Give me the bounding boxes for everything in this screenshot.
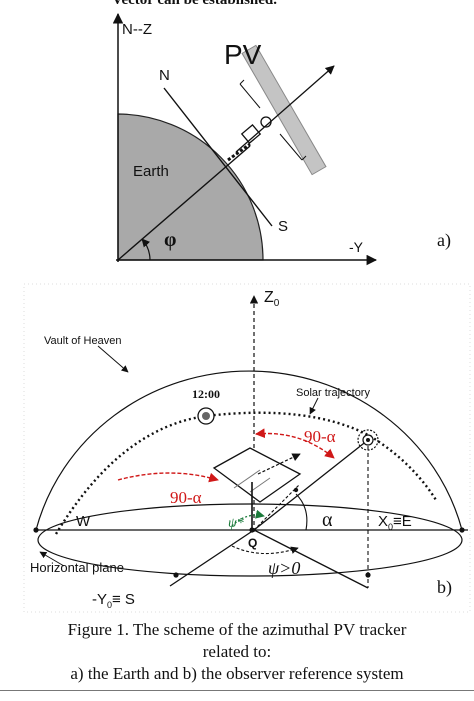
pv-bracket-bottom (279, 133, 303, 161)
north-south-line (163, 87, 273, 227)
top-text-fragment: Vector can be established. (112, 0, 277, 8)
pv-mount-body (240, 123, 262, 145)
solar-trajectory-arc (54, 411, 438, 535)
noon-sun-icon (197, 407, 215, 425)
zenith-label: Z0 (264, 289, 280, 309)
figure-caption: Figure 1. The scheme of the azimuthal PV… (0, 619, 474, 685)
pv-normal-arrow (235, 65, 335, 153)
pv-normal-vector (257, 453, 301, 475)
horizontal-plane-leader (39, 551, 65, 567)
panel-b-tag: b) (437, 577, 452, 598)
phi-angle-arc (141, 238, 151, 261)
sun-icon (357, 429, 379, 451)
east-point (459, 527, 465, 533)
sun-projection-line (253, 529, 369, 589)
angle-90-alpha-left-arc (117, 472, 219, 483)
radial-line (117, 145, 251, 261)
n-z-axis-label: N--Z (122, 21, 152, 38)
psi-angle-arc (231, 545, 299, 555)
origin-point (249, 527, 255, 533)
pv-bracket-top (239, 83, 261, 109)
south-point (173, 572, 179, 578)
noon-label: 12:00 (192, 387, 220, 401)
radial-line-hatch (227, 142, 251, 162)
south-axis (169, 529, 255, 587)
psi-star-label: ψ* (228, 516, 244, 531)
vault-of-heaven-label: Vault of Heaven (44, 335, 121, 347)
psi-label: ψ>0 (268, 558, 300, 578)
caption-line-2: related to: (202, 642, 272, 661)
y-axis-label: -Y (349, 239, 364, 255)
pv-panel-3d (212, 447, 302, 503)
angle-90-alpha-top-arc (255, 428, 335, 459)
alpha-label: α (322, 509, 333, 531)
panel-a-tag: a) (437, 230, 451, 251)
horizontal-plane-ellipse (37, 503, 463, 577)
phi-label: φ (164, 229, 176, 251)
solar-trajectory-label: Solar trajectory (296, 387, 370, 399)
alpha-angle-arc (295, 493, 308, 531)
bottom-rule (0, 690, 474, 691)
vault-label-leader (97, 345, 129, 373)
vault-of-heaven-arc (35, 370, 463, 531)
south-label: S (278, 218, 288, 235)
sun-projection-point (365, 572, 371, 578)
west-label: W (76, 513, 91, 530)
sun-direction-line (253, 439, 369, 531)
angle-90-alpha-left-label: 90-α (170, 488, 202, 507)
horizontal-plane-label: Horizontal plane (30, 560, 124, 575)
angle-90-alpha-top-label: 90-α (304, 427, 336, 446)
earth-label: Earth (133, 163, 169, 180)
diagram-a: N--Z -Y PV N S Earth φ a) (112, 12, 451, 266)
caption-line-3: a) the Earth and b) the observer referen… (70, 664, 404, 683)
panel-b-frame (23, 283, 471, 613)
diagram-b: Z0 Vault of Heaven 12:00 Solar trajector… (23, 283, 471, 613)
west-point (33, 527, 39, 533)
earth-shape (117, 113, 264, 261)
east-label: X0≡E (378, 513, 412, 532)
psi-star-arc (231, 509, 265, 527)
south-label-b: -Y0≡ S (92, 591, 135, 610)
north-label: N (159, 67, 170, 84)
caption-line-1: Figure 1. The scheme of the azimuthal PV… (67, 620, 407, 639)
pv-label: PV (224, 39, 262, 70)
origin-label: Q (248, 536, 257, 550)
solar-trajectory-leader (309, 397, 319, 415)
